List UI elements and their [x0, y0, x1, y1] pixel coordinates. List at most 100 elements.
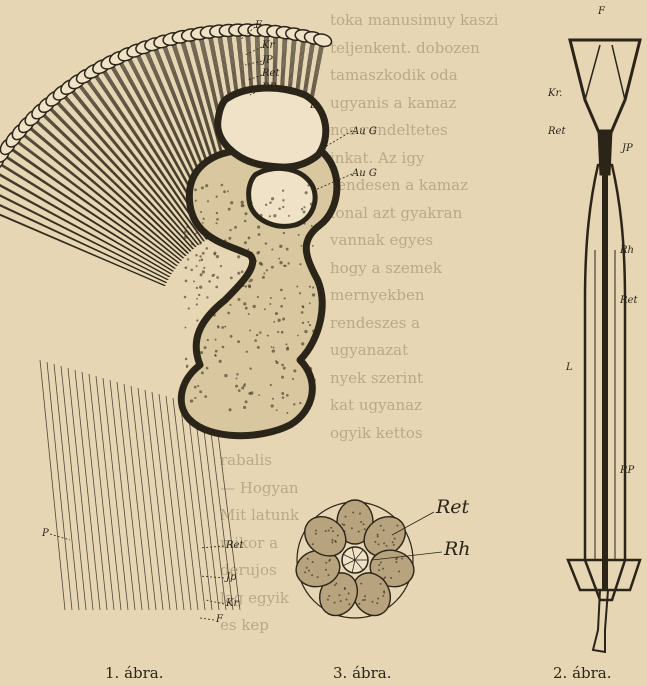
cell-granule: [360, 521, 362, 523]
stipple-dot: [185, 358, 188, 361]
figure-1-label-ret: Ret: [262, 68, 279, 79]
stipple-dot: [253, 257, 255, 259]
stipple-dot: [199, 255, 201, 257]
stipple-dot: [222, 346, 225, 349]
cell-granule: [304, 571, 306, 573]
cell-granule: [363, 523, 365, 525]
cell-granule: [315, 533, 317, 535]
stipple-dot: [193, 280, 195, 282]
stipple-dot: [221, 326, 224, 329]
stipple-dot: [207, 339, 209, 341]
figure-2-facet-cup: [570, 40, 640, 135]
cell-granule: [348, 592, 350, 594]
cell-granule: [360, 583, 362, 585]
stipple-dot: [215, 339, 217, 341]
stipple-dot: [309, 367, 312, 370]
stipple-dot: [271, 346, 273, 348]
stipple-dot: [190, 269, 193, 272]
cell-granule: [352, 511, 354, 513]
rod-fiber-lower: [159, 394, 184, 610]
stipple-dot: [224, 240, 227, 243]
stipple-dot: [312, 286, 314, 288]
stipple-dot: [249, 329, 251, 331]
stipple-dot: [199, 259, 201, 261]
rod-fiber-lower: [152, 392, 177, 610]
label-leader: [50, 534, 70, 540]
label-leader: [200, 618, 214, 620]
stipple-dot: [204, 395, 207, 398]
figure-3-caption: 3. ábra.: [333, 664, 392, 682]
stipple-dot: [194, 397, 196, 399]
rod-fiber-lower: [61, 366, 86, 610]
stipple-dot: [244, 383, 246, 385]
stipple-dot: [249, 367, 251, 369]
stipple-dot: [273, 321, 275, 323]
stipple-dot: [235, 246, 238, 249]
cell-granule: [340, 600, 342, 602]
stipple-dot: [202, 270, 205, 273]
stipple-dot: [244, 212, 247, 215]
figure-1-label-p: P: [42, 528, 49, 539]
stipple-dot: [230, 276, 233, 279]
stipple-dot: [272, 350, 275, 353]
rod-fiber-lower: [138, 388, 163, 610]
stipple-dot: [199, 390, 202, 393]
stipple-dot: [184, 296, 187, 299]
stipple-dot: [184, 409, 187, 412]
stipple-dot: [220, 265, 222, 267]
cell-granule: [380, 583, 382, 585]
stipple-dot: [235, 385, 238, 388]
figure-1-eye-section: [0, 24, 352, 620]
stipple-dot: [282, 396, 285, 399]
stipple-dot: [265, 204, 267, 206]
cell-granule: [392, 541, 394, 543]
stipple-dot: [214, 354, 216, 356]
figure-1-label-ret-bottom: Ret: [226, 540, 243, 551]
stipple-dot: [301, 245, 303, 247]
stipple-dot: [309, 286, 311, 288]
stipple-dot: [236, 377, 238, 379]
stipple-dot: [185, 266, 188, 269]
stipple-dot: [230, 201, 233, 204]
stipple-dot: [242, 285, 244, 287]
stipple-dot: [250, 202, 253, 205]
stipple-dot: [313, 336, 315, 338]
cell-granule: [332, 530, 334, 532]
cell-granule: [327, 599, 329, 601]
stipple-dot: [248, 196, 250, 198]
stipple-dot: [214, 240, 216, 242]
stipple-dot: [227, 190, 229, 192]
cell-granule: [364, 595, 366, 597]
stipple-dot: [292, 378, 294, 380]
stipple-dot: [310, 389, 312, 391]
stipple-dot: [195, 200, 197, 202]
cell-granule: [312, 543, 314, 545]
stipple-dot: [229, 229, 231, 231]
cell-granule: [394, 538, 396, 540]
figure-2-label-l: L: [566, 362, 573, 373]
stipple-dot: [196, 363, 199, 366]
rod-fiber-lower: [173, 398, 198, 610]
cell-granule: [359, 513, 361, 515]
stipple-dot: [200, 273, 203, 276]
cell-granule: [364, 599, 366, 601]
stipple-dot: [243, 302, 246, 305]
stipple-dot: [216, 218, 219, 221]
label-leader: [200, 576, 224, 578]
cell-granule: [401, 557, 403, 559]
stipple-dot: [204, 346, 207, 349]
cell-granule: [374, 541, 376, 543]
stipple-dot: [312, 330, 315, 333]
stipple-dot: [262, 276, 265, 279]
rod-fiber-lower: [117, 382, 142, 610]
figure-2-crystal-cone: [598, 130, 612, 175]
stipple-dot: [201, 186, 204, 189]
label-leader: [200, 546, 224, 548]
rod-fiber-lower: [54, 364, 79, 610]
stipple-dot: [195, 221, 198, 224]
cell-granule: [348, 603, 350, 605]
stipple-dot: [216, 222, 218, 224]
stipple-dot: [244, 220, 247, 223]
stipple-dot: [221, 184, 224, 187]
